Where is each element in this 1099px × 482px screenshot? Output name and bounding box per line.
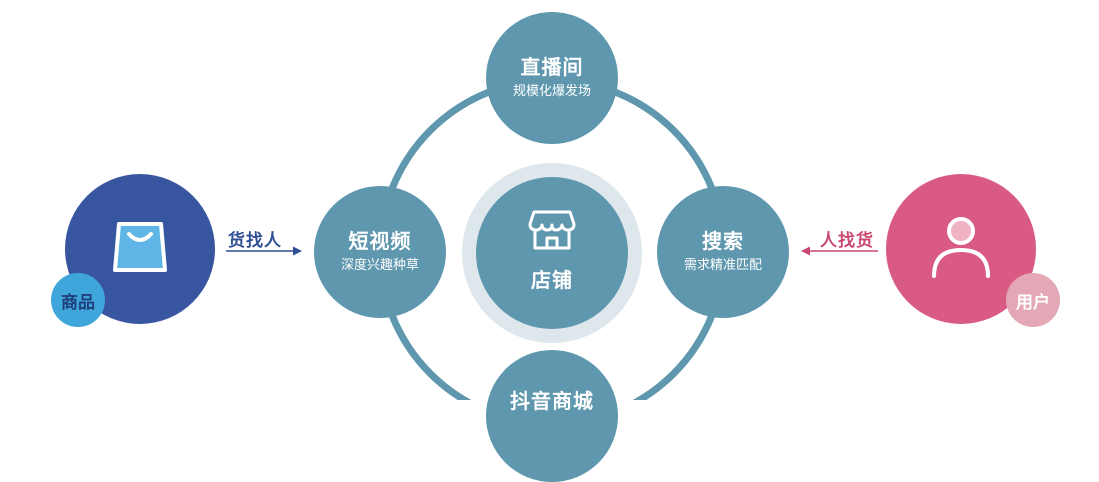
user-arrow-head (801, 246, 810, 256)
node-short-video-subtitle: 深度兴趣种草 (340, 258, 419, 273)
goods-badge: 商品 (51, 273, 105, 327)
ecosystem-diagram: 店铺 直播间 规模化爆发场 短视频 深度兴趣种草 搜索 需求精准匹配 抖音商城 … (51, 12, 1060, 482)
node-search: 搜索 需求精准匹配 (657, 186, 789, 318)
shopping-bag-icon (111, 220, 169, 278)
goods-arrow-head (293, 246, 302, 256)
user-icon (930, 214, 992, 284)
user-badge: 用户 (1006, 273, 1060, 327)
goods-finds-people-label: 货找人 (228, 231, 282, 251)
center-title: 店铺 (531, 267, 573, 292)
center-store-node: 店铺 (476, 177, 628, 329)
node-search-title: 搜索 (702, 229, 744, 253)
storefront-icon (528, 208, 576, 256)
node-live-room-title: 直播间 (520, 55, 584, 79)
people-find-goods-label: 人找货 (820, 231, 874, 251)
node-live-room: 直播间 规模化爆发场 (486, 12, 618, 144)
node-search-subtitle: 需求精准匹配 (683, 258, 762, 273)
node-short-video-title: 短视频 (348, 229, 412, 253)
node-mall: 抖音商城 (486, 350, 618, 482)
node-mall-title: 抖音商城 (510, 389, 594, 413)
node-live-room-subtitle: 规模化爆发场 (512, 84, 591, 99)
node-short-video: 短视频 深度兴趣种草 (314, 186, 446, 318)
